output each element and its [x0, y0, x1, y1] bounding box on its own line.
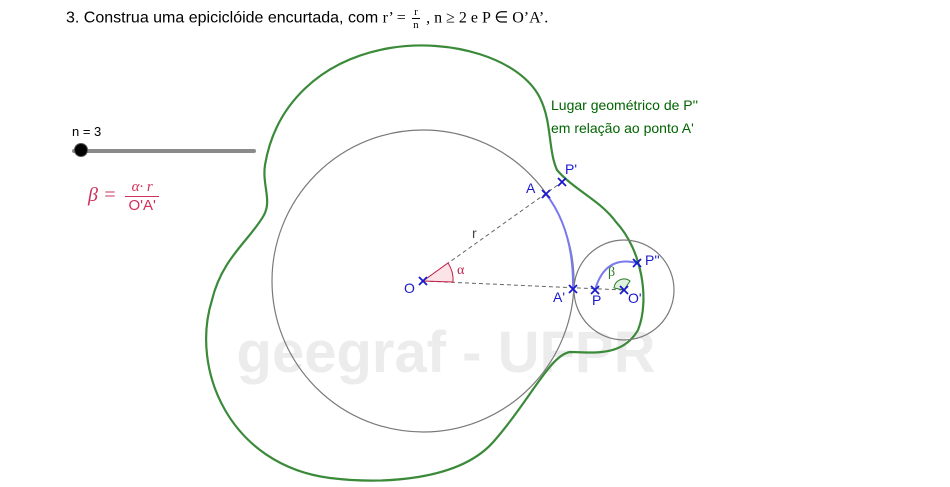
point-p-label: P: [592, 292, 601, 308]
arc-a-to-a-prime: [545, 193, 575, 290]
title-fraction: r n: [412, 6, 420, 31]
point-o-marker[interactable]: [418, 276, 428, 286]
exercise-title: 3. Construa uma epiciclóide encurtada, c…: [66, 6, 548, 31]
title-rprime: r’ =: [382, 9, 406, 27]
segment-oa-prime: [422, 280, 625, 291]
point-a-label: A: [526, 180, 536, 196]
arc-p-to-p-double-prime: [594, 260, 638, 291]
formula-den: O'A': [128, 197, 156, 214]
title-text: 3. Construa uma epiciclóide encurtada, c…: [66, 9, 379, 27]
locus-note-line2: em relação ao ponto A': [551, 120, 694, 136]
title-frac-den: n: [413, 19, 419, 31]
formula-lhs: β =: [88, 184, 117, 207]
point-o-label: O: [404, 280, 415, 296]
point-a-prime-label: A': [553, 289, 565, 305]
beta-formula: β = α· r O'A': [88, 178, 159, 215]
beta-angle-marker: [613, 278, 631, 291]
point-p-prime-marker[interactable]: [557, 177, 567, 187]
title-tail: , n ≥ 2 e P ∈ O’A’.: [426, 9, 549, 27]
formula-fraction: α· r O'A': [125, 178, 159, 215]
point-a-marker[interactable]: [541, 189, 551, 199]
point-p-prime-label: P': [565, 161, 577, 177]
alpha-label: α: [457, 263, 465, 278]
radius-label: r: [472, 225, 477, 241]
formula-num: α· r: [125, 178, 159, 197]
point-p-marker[interactable]: [590, 285, 600, 295]
locus-annotation: Lugar geométrico de P'' em relação ao po…: [551, 94, 698, 140]
slider-label: n = 3: [72, 124, 102, 139]
slider-track[interactable]: [72, 149, 256, 153]
title-frac-num: r: [412, 6, 420, 19]
locus-note-line1: Lugar geométrico de P'': [551, 97, 698, 113]
point-a-prime-marker[interactable]: [568, 284, 578, 294]
n-slider[interactable]: [72, 143, 256, 159]
alpha-angle-marker: [421, 262, 454, 283]
point-o-prime-marker[interactable]: [619, 285, 629, 295]
epicycloid-locus: [205, 44, 645, 482]
point-p-double-prime-marker[interactable]: [632, 258, 642, 268]
point-p-double-prime-label: P'': [645, 252, 660, 268]
beta-label: β: [608, 265, 615, 280]
slider-knob[interactable]: [74, 143, 88, 157]
point-o-prime-label: O': [628, 290, 642, 306]
